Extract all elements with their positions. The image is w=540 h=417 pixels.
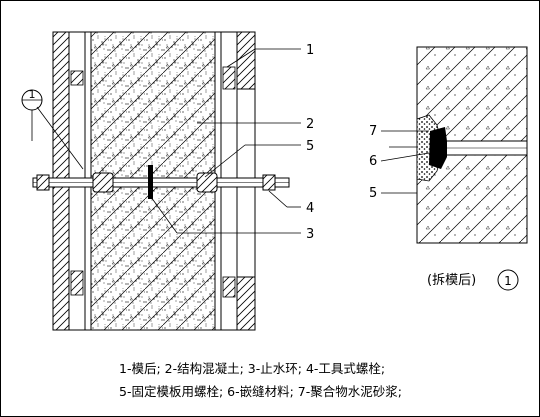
detail-callout-7: 7 — [369, 124, 377, 139]
detail-callout-5: 5 — [369, 186, 377, 201]
callout-3: 3 — [306, 227, 314, 242]
detail-caption: (拆模后) — [427, 273, 476, 288]
left-fixing-nut — [92, 172, 114, 193]
right-washer — [262, 174, 276, 191]
right-fixing-nut — [196, 172, 218, 193]
legend-line-1: 1-模后; 2-结构混凝土; 3-止水环; 4-工具式螺栓; — [119, 361, 385, 376]
callout-4: 4 — [306, 201, 314, 216]
section-marker-label: 1 — [29, 88, 36, 101]
water-stop-ring — [148, 165, 153, 199]
callout-2: 2 — [306, 117, 314, 132]
left-block — [70, 70, 84, 86]
callout-1: 1 — [306, 43, 314, 58]
legend-line-2: 5-固定模板用螺栓; 6-嵌缝材料; 7-聚合物水泥砂浆; — [119, 384, 402, 399]
left-washer — [36, 174, 50, 191]
left-block — [70, 270, 84, 296]
detail-marker-label: 1 — [504, 274, 512, 288]
right-block — [222, 66, 236, 90]
right-block — [222, 276, 236, 298]
detail-callout-6: 6 — [369, 154, 377, 169]
detail-marker — [497, 269, 519, 291]
detail-view: 7 6 5 (拆模后) 1 — [369, 46, 528, 291]
main-section: 1 1 2 5 4 3 — [21, 31, 314, 331]
callout-5: 5 — [306, 139, 314, 154]
caulking-material — [429, 127, 447, 169]
